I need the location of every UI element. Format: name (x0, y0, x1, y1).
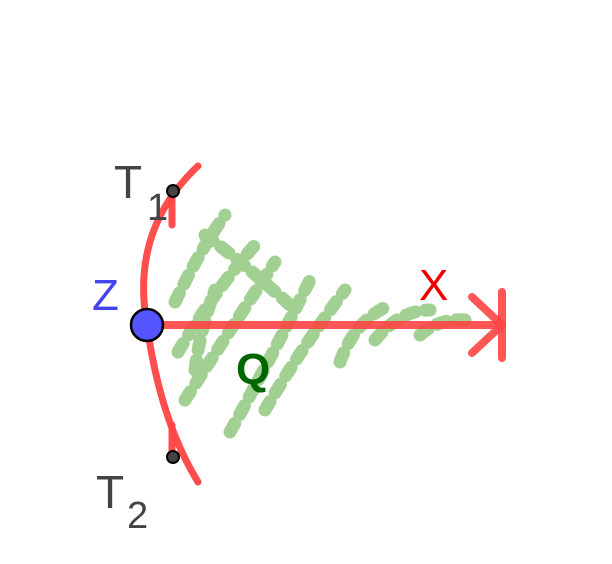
label-t1-subscript: 1 (147, 187, 168, 229)
region-q-row (168, 208, 232, 309)
region-q-row (198, 228, 297, 312)
label-t1-base: T (114, 156, 142, 208)
label-z: Z (92, 271, 119, 320)
region-q-row (368, 303, 437, 347)
label-t2-subscript: 2 (127, 495, 148, 537)
label-t2: T (96, 466, 124, 518)
point-t2 (166, 450, 180, 464)
label-q: Q (236, 345, 270, 394)
region-q-row (258, 283, 352, 417)
region-q-row (223, 273, 317, 439)
label-x: X (419, 261, 448, 310)
point-z (129, 307, 165, 343)
label-t2-base: T (96, 466, 124, 518)
region-q-row (188, 283, 222, 377)
label-t1: T (114, 156, 142, 208)
point-t1 (166, 184, 180, 198)
